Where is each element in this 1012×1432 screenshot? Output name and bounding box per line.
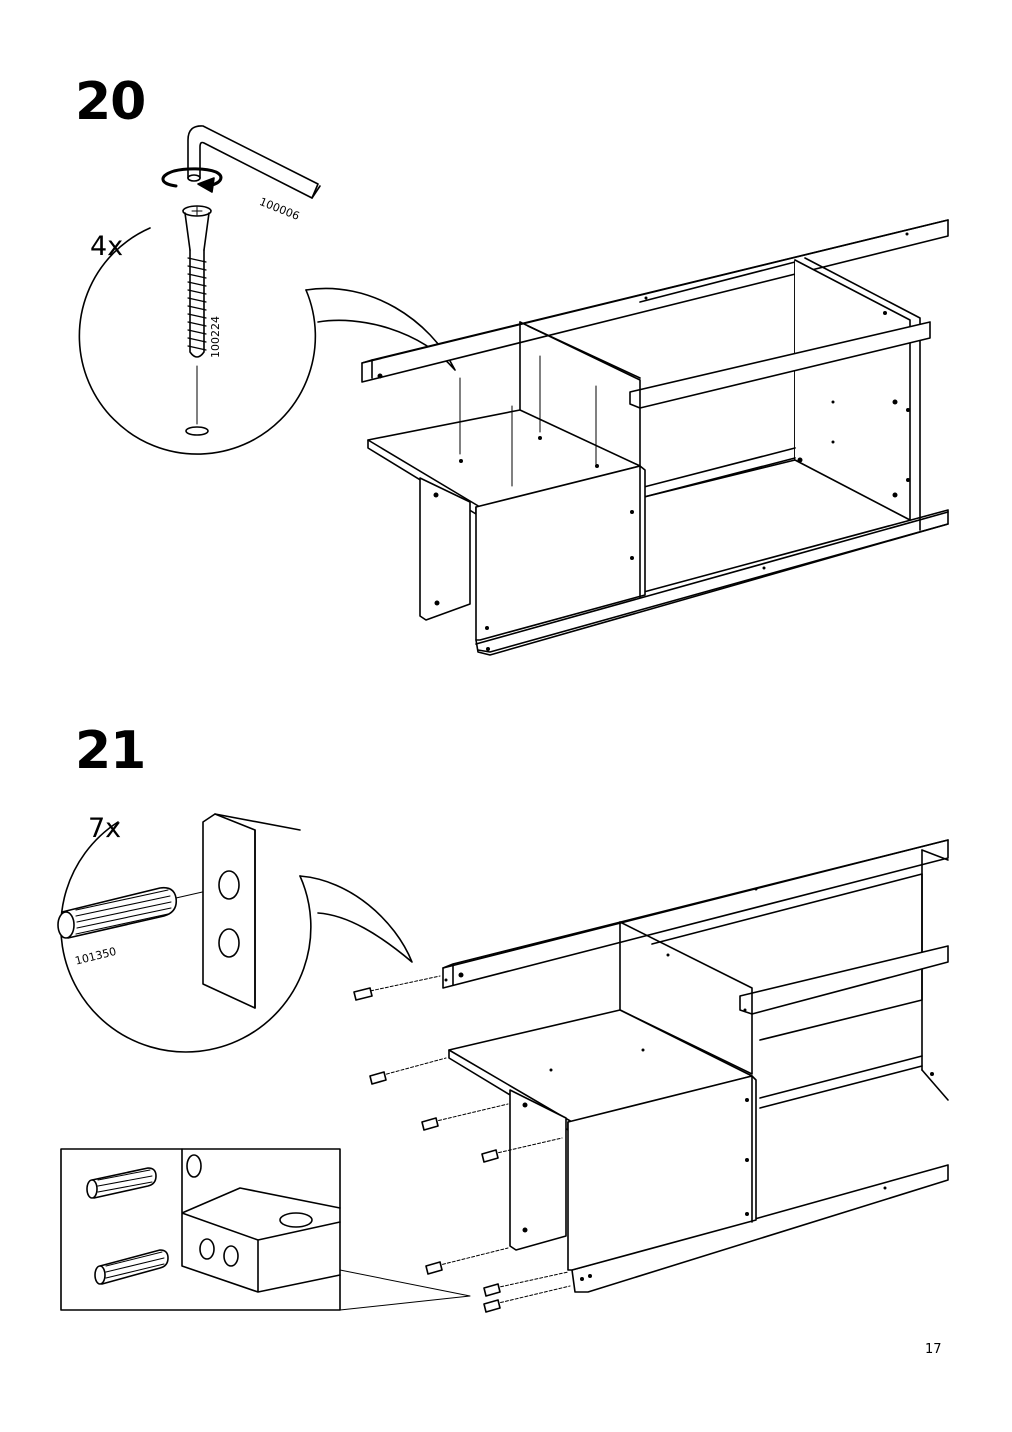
cabinet-frame-21 <box>354 840 948 1312</box>
inset-frame <box>61 1149 340 1310</box>
callout-pointer <box>306 288 455 370</box>
panel-edge-icon <box>203 814 300 1008</box>
allen-key-icon <box>188 126 320 198</box>
cabinet-holes-20 <box>377 232 910 651</box>
rotate-clockwise-icon <box>163 169 221 192</box>
step-21-quantity: 7x <box>88 813 122 844</box>
cabinet-frame-20 <box>362 220 948 655</box>
page-number: 17 <box>925 1342 942 1357</box>
callout-pointer <box>300 876 412 962</box>
step-20-quantity: 4x <box>90 231 124 262</box>
step-20-illustration <box>0 0 1012 700</box>
cabinet-holes-21 <box>444 887 934 1281</box>
callout-circle <box>79 228 315 454</box>
screw-icon <box>183 206 211 435</box>
step-21-number: 21 <box>75 721 146 781</box>
callout-circle <box>61 822 311 1052</box>
step-20-number: 20 <box>75 72 146 132</box>
inset-detail <box>87 1149 340 1292</box>
wooden-dowel-icon <box>58 888 220 938</box>
